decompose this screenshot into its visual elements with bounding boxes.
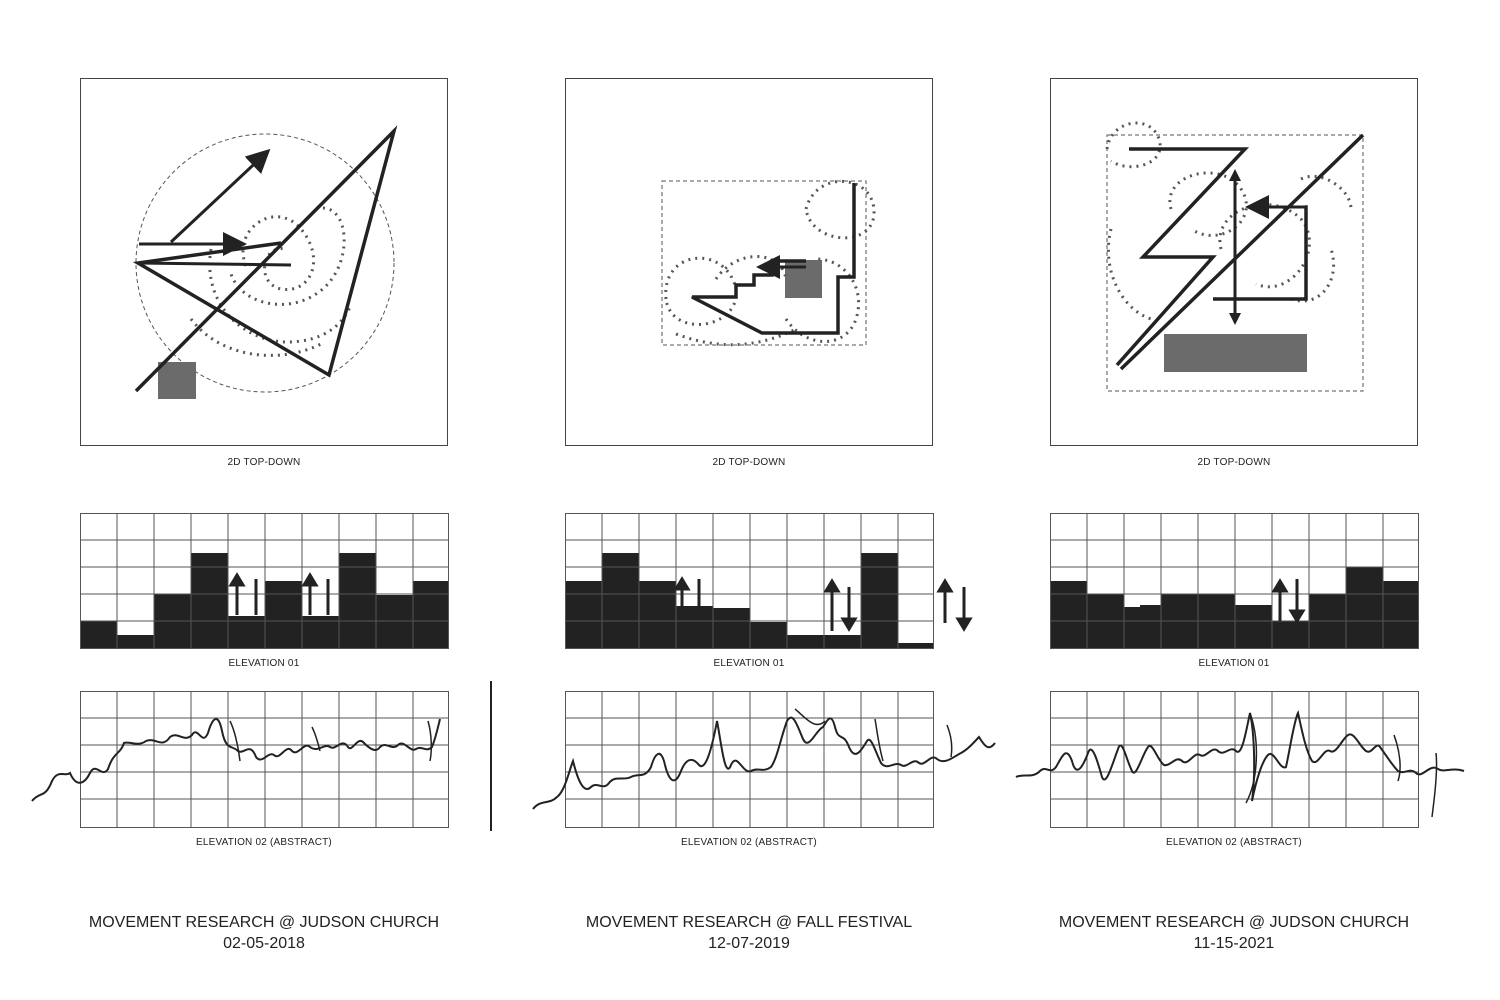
spiral-path bbox=[189, 206, 353, 357]
dashed-boundary-circle bbox=[135, 133, 395, 393]
elevation-01-drawing bbox=[80, 513, 449, 649]
event-date: 11-15-2021 bbox=[1193, 935, 1275, 952]
diagonal-path bbox=[1119, 133, 1365, 371]
caption-elevation-01: ELEVATION 01 bbox=[228, 658, 300, 669]
loop-path bbox=[664, 180, 876, 347]
elevation-02-drawing bbox=[532, 691, 996, 828]
vertical-arrows bbox=[1271, 578, 1306, 624]
caption-elevation-01: ELEVATION 01 bbox=[713, 658, 785, 669]
dashed-boundary-rect bbox=[1106, 134, 1364, 392]
elevation-02 bbox=[532, 691, 996, 828]
movement-trace bbox=[1015, 710, 1465, 802]
caption-elevation-02: ELEVATION 02 (ABSTRACT) bbox=[1166, 837, 1302, 848]
elevation-02-drawing bbox=[1015, 691, 1465, 828]
dashed-boundary-rect bbox=[661, 180, 867, 346]
obstacle-block bbox=[158, 362, 196, 399]
rect-path bbox=[1213, 205, 1308, 301]
elevation-01-drawing bbox=[565, 513, 973, 649]
arrow-up-right bbox=[169, 148, 271, 244]
elevation-02 bbox=[1015, 691, 1465, 828]
movement-trace-accents bbox=[229, 720, 433, 762]
caption-plan: 2D TOP-DOWN bbox=[1197, 457, 1271, 468]
arrow-stem bbox=[137, 261, 292, 267]
loop-path bbox=[1105, 121, 1353, 321]
plan-drawing bbox=[1105, 121, 1365, 392]
panel-title: MOVEMENT RESEARCH @ JUDSON CHURCH 11-15-… bbox=[1010, 912, 1458, 954]
caption-plan: 2D TOP-DOWN bbox=[227, 457, 301, 468]
plan-drawing bbox=[132, 125, 398, 399]
obstacle-block bbox=[1164, 334, 1307, 372]
grid-abstract bbox=[1050, 691, 1419, 828]
grid-abstract bbox=[80, 691, 449, 828]
caption-elevation-01: ELEVATION 01 bbox=[1198, 658, 1270, 669]
primary-path bbox=[132, 125, 398, 393]
movement-trace bbox=[532, 716, 996, 810]
elevation-02 bbox=[31, 681, 492, 831]
event-date: 12-07-2019 bbox=[708, 935, 790, 952]
caption-elevation-02: ELEVATION 02 (ABSTRACT) bbox=[681, 837, 817, 848]
movement-trace-accents bbox=[794, 708, 953, 762]
event-name: MOVEMENT RESEARCH @ JUDSON CHURCH bbox=[88, 914, 440, 931]
caption-elevation-02: ELEVATION 02 (ABSTRACT) bbox=[196, 837, 332, 848]
panel-2: 2D TOP-DOWN ELEVATIO bbox=[532, 0, 1005, 1000]
plan-view bbox=[1050, 78, 1418, 446]
plan-drawing bbox=[661, 180, 876, 347]
event-name: MOVEMENT RESEARCH @ JUDSON CHURCH bbox=[1058, 914, 1410, 931]
panel-title: MOVEMENT RESEARCH @ FALL FESTIVAL 12-07-… bbox=[525, 912, 973, 954]
panel-title: MOVEMENT RESEARCH @ JUDSON CHURCH 02-05-… bbox=[40, 912, 488, 954]
grid bbox=[565, 513, 934, 649]
movement-trace-accents bbox=[1245, 712, 1438, 818]
profile-fill bbox=[565, 553, 934, 649]
plan-view bbox=[80, 78, 448, 446]
vertical-arrows bbox=[228, 572, 330, 615]
elevation-01-drawing bbox=[1050, 513, 1419, 649]
primary-path bbox=[691, 183, 856, 335]
panel-1: 2D TOP-DOWN ELEVATION 01 bbox=[31, 0, 520, 1000]
panel-3: 2D TOP-DOWN ELEVATION 01 bbox=[1015, 0, 1490, 1000]
grid bbox=[80, 513, 449, 649]
caption-plan: 2D TOP-DOWN bbox=[712, 457, 786, 468]
elevation-01 bbox=[565, 513, 973, 649]
plan-view bbox=[565, 78, 933, 446]
profile-fill bbox=[80, 553, 449, 649]
movement-trace bbox=[31, 718, 441, 802]
elevation-01 bbox=[80, 513, 449, 649]
event-date: 02-05-2018 bbox=[223, 935, 305, 952]
grid bbox=[1050, 513, 1419, 649]
zigzag-path bbox=[1115, 147, 1250, 367]
event-name: MOVEMENT RESEARCH @ FALL FESTIVAL bbox=[585, 914, 913, 931]
elevation-01 bbox=[1050, 513, 1419, 649]
vertical-arrows bbox=[673, 576, 973, 632]
elevation-02-drawing bbox=[31, 681, 492, 831]
